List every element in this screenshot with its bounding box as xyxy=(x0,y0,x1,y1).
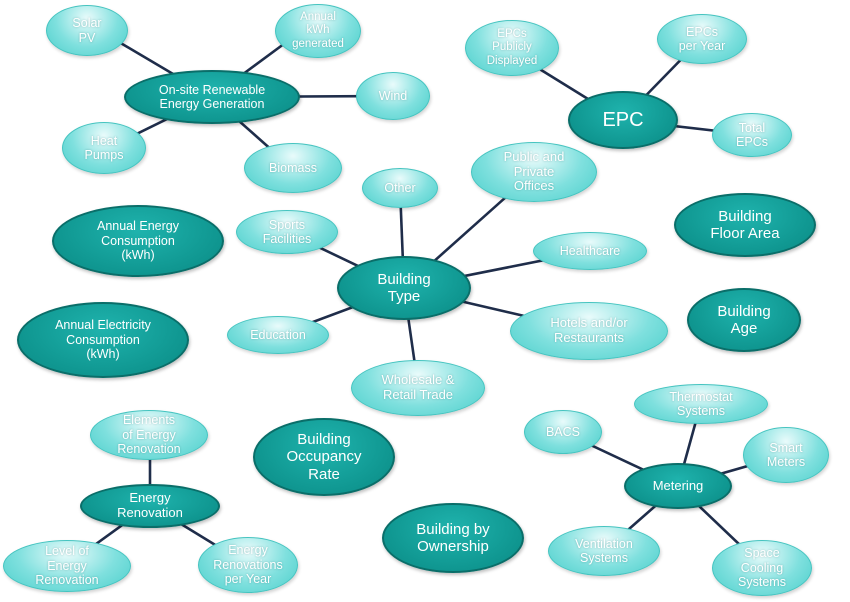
node-other[interactable]: Other xyxy=(362,168,438,208)
node-energy-renovation[interactable]: Energy Renovation xyxy=(80,484,220,528)
node-space-cooling-systems[interactable]: Space Cooling Systems xyxy=(712,540,812,596)
node-onsite-renewable[interactable]: On-site Renewable Energy Generation xyxy=(124,70,300,124)
node-hotels-restaurants[interactable]: Hotels and/or Restaurants xyxy=(510,302,668,360)
node-epcs-per-year[interactable]: EPCs per Year xyxy=(657,14,747,64)
node-epc[interactable]: EPC xyxy=(568,91,678,149)
node-ventilation-systems[interactable]: Ventilation Systems xyxy=(548,526,660,576)
node-wind[interactable]: Wind xyxy=(356,72,430,120)
node-annual-kwh-generated[interactable]: Annual kWh generated xyxy=(275,4,361,58)
node-building-by-ownership[interactable]: Building by Ownership xyxy=(382,503,524,573)
node-public-private-offices[interactable]: Public and Private Offices xyxy=(471,142,597,202)
node-education[interactable]: Education xyxy=(227,316,329,354)
node-bacs[interactable]: BACS xyxy=(524,410,602,454)
node-sports-facilities[interactable]: Sports Facilities xyxy=(236,210,338,254)
node-healthcare[interactable]: Healthcare xyxy=(533,232,647,270)
node-smart-meters[interactable]: Smart Meters xyxy=(743,427,829,483)
node-thermostat-systems[interactable]: Thermostat Systems xyxy=(634,384,768,424)
node-epcs-publicly-displayed[interactable]: EPCs Publicly Displayed xyxy=(465,20,559,76)
node-building-type[interactable]: Building Type xyxy=(337,256,471,320)
node-wholesale-retail[interactable]: Wholesale & Retail Trade xyxy=(351,360,485,416)
node-annual-energy-consumption[interactable]: Annual Energy Consumption (kWh) xyxy=(52,205,224,277)
node-biomass[interactable]: Biomass xyxy=(244,143,342,193)
node-total-epcs[interactable]: Total EPCs xyxy=(712,113,792,157)
node-building-floor-area[interactable]: Building Floor Area xyxy=(674,193,816,257)
node-solar-pv[interactable]: Solar PV xyxy=(46,5,128,56)
node-heat-pumps[interactable]: Heat Pumps xyxy=(62,122,146,174)
node-level-energy-renovation[interactable]: Level of Energy Renovation xyxy=(3,540,131,592)
node-building-age[interactable]: Building Age xyxy=(687,288,801,352)
node-annual-electricity-consumption[interactable]: Annual Electricity Consumption (kWh) xyxy=(17,302,189,378)
node-building-occupancy-rate[interactable]: Building Occupancy Rate xyxy=(253,418,395,496)
node-energy-renovations-per-year[interactable]: Energy Renovations per Year xyxy=(198,537,298,593)
node-elements-energy-renovation[interactable]: Elements of Energy Renovation xyxy=(90,410,208,460)
node-metering[interactable]: Metering xyxy=(624,463,732,509)
